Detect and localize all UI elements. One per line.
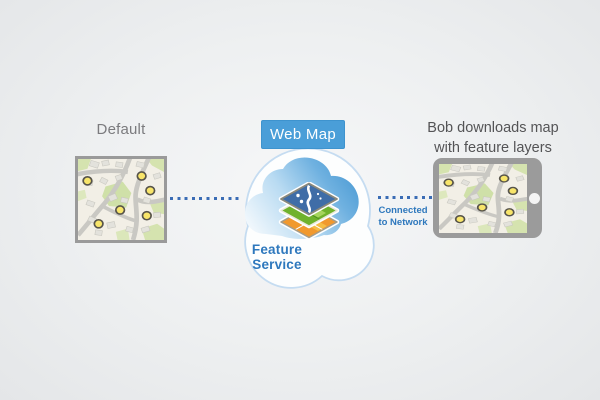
bob-caption: Bob downloads map with feature layers (427, 120, 559, 157)
tablet-device (433, 158, 542, 238)
default-map-thumbnail (78, 159, 164, 240)
feature-layers-icon (278, 182, 340, 240)
tablet-map-thumbnail (439, 164, 527, 233)
dotted-connector-right (378, 196, 432, 199)
feature-service-label: Feature Service (251, 242, 303, 272)
connected-to-network-label: Connected to Network (378, 205, 428, 228)
default-map (75, 156, 167, 243)
tablet-home-button-icon (528, 192, 540, 204)
web-map-button: Web Map (261, 120, 345, 149)
layer-map-blue (278, 182, 340, 217)
tablet-map (438, 163, 527, 233)
dotted-connector-left (170, 197, 243, 200)
default-label: Default (96, 121, 146, 138)
